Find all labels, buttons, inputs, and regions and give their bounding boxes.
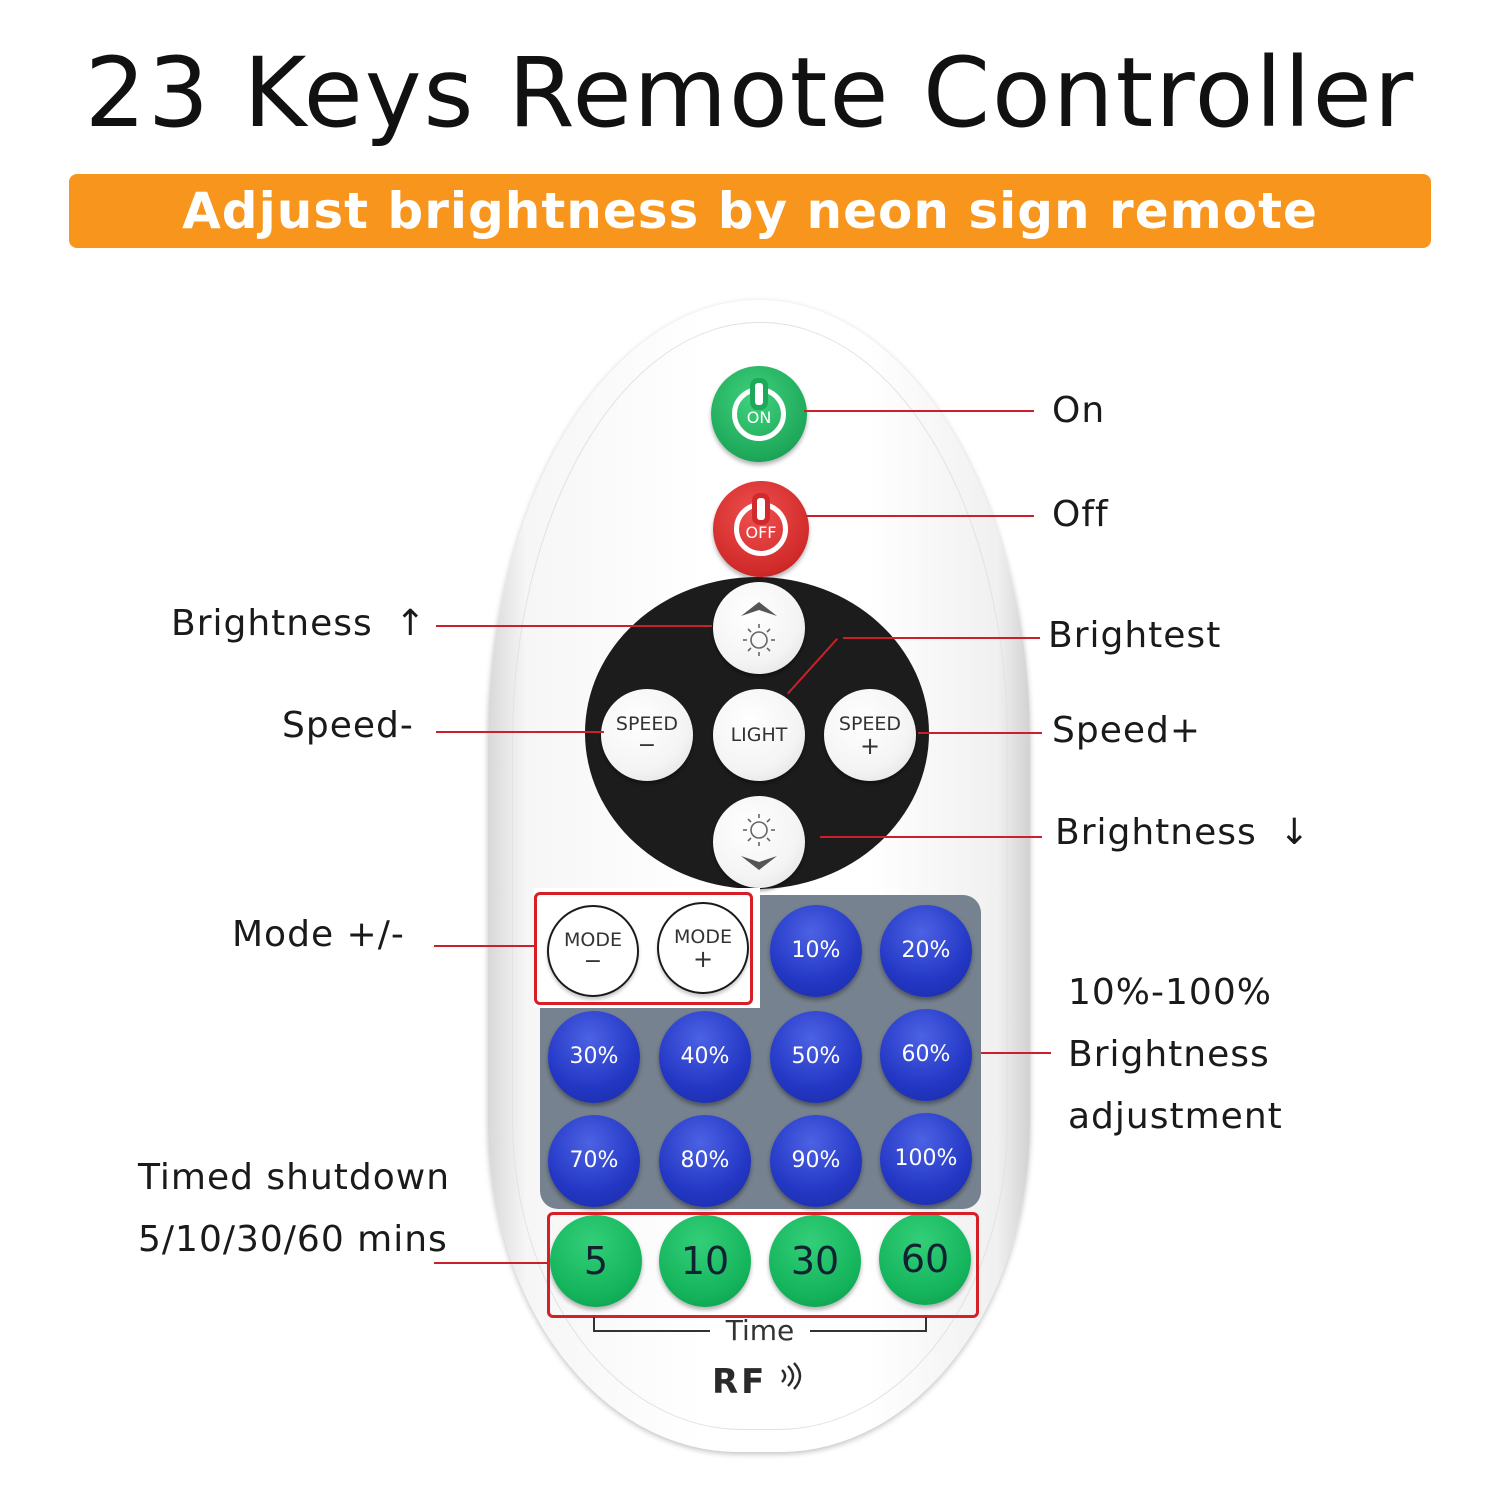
brand-text: RF (712, 1362, 768, 1402)
mode-plus-sign: + (692, 945, 714, 973)
timer-30-button[interactable]: 30 (769, 1215, 861, 1307)
brand-label: RF (712, 1362, 804, 1402)
light-label: LIGHT (730, 724, 788, 746)
brightness-up-text: Brightness (171, 603, 373, 644)
speed-minus-button[interactable]: SPEED − (601, 689, 693, 781)
brightness-down-button[interactable] (713, 796, 805, 888)
callout-line-brightness-up (436, 625, 712, 627)
sun-up-icon (741, 602, 777, 656)
brightness-20-button[interactable]: 20% (880, 905, 972, 997)
callout-line-mode (434, 945, 534, 947)
brightness-30-button[interactable]: 30% (548, 1011, 640, 1103)
label-off: Off (1052, 494, 1109, 535)
label-mode: Mode +/- (232, 914, 405, 955)
speed-plus-label: SPEED (838, 713, 902, 735)
timer-5-button[interactable]: 5 (550, 1215, 642, 1307)
brightness-60-button[interactable]: 60% (880, 1009, 972, 1101)
power-icon: ON (732, 383, 786, 441)
label-speed-plus: Speed+ (1052, 710, 1202, 751)
mode-plus-label: MODE (674, 926, 732, 948)
brightness-100-button[interactable]: 100% (880, 1113, 972, 1205)
label-percent-range: 10%-100% (1068, 972, 1272, 1013)
speed-plus-button[interactable]: SPEED + (824, 689, 916, 781)
power-icon: OFF (734, 498, 788, 556)
label-brightness-down: Brightness ↓ (1055, 812, 1310, 853)
mode-highlight-box (534, 892, 753, 1005)
brightness-40-button[interactable]: 40% (659, 1011, 751, 1103)
time-bracket (593, 1317, 927, 1332)
label-on: On (1052, 390, 1106, 431)
brightness-50-button[interactable]: 50% (770, 1011, 862, 1103)
timer-60-button[interactable]: 60 (879, 1213, 971, 1305)
label-percent-brightness: Brightness (1068, 1034, 1270, 1075)
on-label: ON (746, 407, 772, 427)
callout-line-timer (434, 1262, 547, 1264)
arrow-down-icon: ↓ (1279, 812, 1311, 853)
mode-minus-button[interactable]: MODE − (547, 905, 639, 997)
label-timer-title: Timed shutdown (138, 1157, 451, 1198)
on-button[interactable]: ON (711, 366, 807, 462)
page-title: 23 Keys Remote Controller (84, 37, 1416, 149)
brightness-90-button[interactable]: 90% (770, 1115, 862, 1207)
speed-plus-sign: + (859, 732, 881, 760)
timer-10-button[interactable]: 10 (659, 1215, 751, 1307)
mode-minus-sign: − (583, 949, 603, 974)
timer-highlight-box (547, 1212, 979, 1318)
signal-waves-icon (781, 1362, 802, 1390)
sun-down-icon (741, 814, 777, 870)
time-label: Time (725, 1314, 795, 1347)
arrow-up-icon: ↑ (395, 603, 427, 644)
off-button[interactable]: OFF (713, 481, 809, 577)
brightness-70-button[interactable]: 70% (548, 1115, 640, 1207)
mode-minus-label: MODE (564, 929, 622, 951)
mode-plus-button[interactable]: MODE + (657, 902, 749, 994)
label-timer-options: 5/10/30/60 mins (138, 1219, 448, 1260)
callout-line-speed-minus (436, 731, 604, 733)
label-brightest: Brightest (1048, 615, 1222, 656)
callout-line-brightness-down (820, 836, 1042, 838)
brightness-10-button[interactable]: 10% (770, 905, 862, 997)
brightness-80-button[interactable]: 80% (659, 1115, 751, 1207)
brightness-up-button[interactable] (713, 582, 805, 674)
callout-line-percent (981, 1052, 1051, 1054)
subtitle-text: Adjust brightness by neon sign remote co… (182, 182, 1318, 314)
light-button[interactable]: LIGHT (713, 689, 805, 781)
off-label: OFF (745, 522, 777, 542)
speed-minus-label: SPEED (615, 713, 679, 735)
speed-minus-sign: − (637, 733, 657, 758)
label-speed-minus: Speed- (282, 705, 414, 746)
brightness-down-text: Brightness (1055, 812, 1257, 853)
callout-line-speed-plus (918, 732, 1042, 734)
callout-line-off (806, 515, 1034, 517)
label-percent-adjustment: adjustment (1068, 1096, 1283, 1137)
callout-line-brightest-h (843, 637, 1040, 639)
callout-line-on (804, 410, 1034, 412)
label-brightness-up: Brightness ↑ (171, 603, 426, 644)
remote-edge (512, 322, 1008, 1430)
subtitle-banner (69, 174, 1431, 248)
